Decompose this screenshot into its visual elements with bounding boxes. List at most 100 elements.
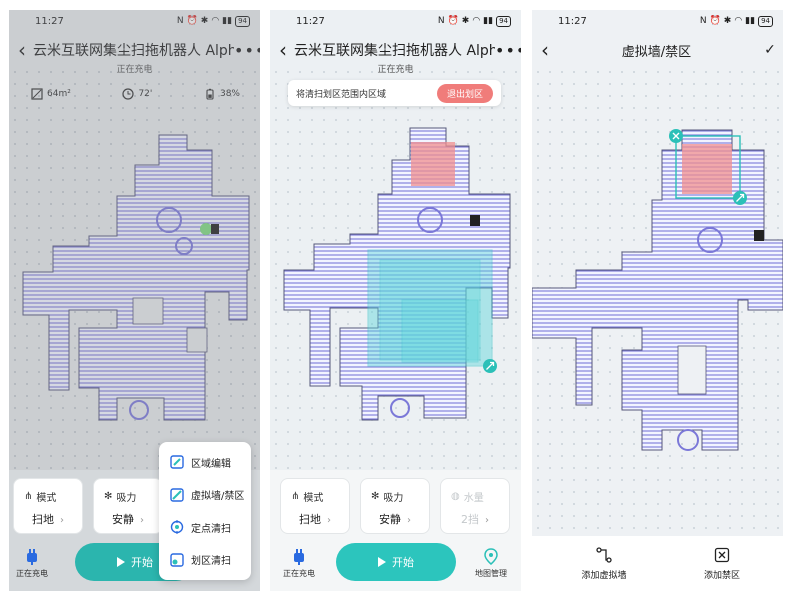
battery-icon: 94 [235,15,250,27]
edit-zone-icon [169,454,185,470]
battery-icon: 94 [758,15,773,27]
virtual-wall-icon [596,547,612,563]
mode-selector[interactable]: ⋔模式 扫地› [13,478,83,534]
stat-area: 64m² [31,88,71,100]
title-bar: ‹ 云米互联网集尘扫拖机器人 Alpha... ••• [9,38,260,62]
status-time: 11:27 [558,15,587,27]
floor-map[interactable] [270,10,521,591]
exit-zone-button[interactable]: 退出划区 [436,83,493,103]
mode-selector[interactable]: ⋔模式 扫地› [280,478,350,534]
signal-icon: ▮▮ [745,16,756,26]
alarm-icon: ⏰ [709,16,721,26]
bluetooth-icon: ✱ [200,16,209,26]
map-pin-icon [484,548,498,565]
fan-icon: ✻ [104,491,113,502]
more-icon[interactable]: ••• [234,40,260,60]
clean-zone-inner[interactable] [401,299,479,363]
bluetooth-icon: ✱ [723,16,732,26]
mode-icon: ⋔ [291,491,300,502]
wifi-icon: ◠ [211,16,220,26]
stat-battery: 38% [204,88,240,100]
back-icon[interactable]: ‹ [18,38,26,62]
alarm-icon: ⏰ [447,16,459,26]
status-icons: N ⏰ ✱ ◠ ▮▮ 94 [176,15,250,27]
add-virtual-wall-button[interactable]: 添加虚拟墙 [564,547,644,581]
dock-icon [470,215,480,226]
mode-icon: ⋔ [24,491,33,502]
back-icon[interactable]: ‹ [541,38,549,62]
map-furniture [390,398,410,418]
start-button[interactable]: 开始 [336,543,456,581]
area-icon [31,88,43,100]
clean-zone-outer[interactable] [367,249,493,367]
stats-row: 64m² 72' 38% [31,88,240,100]
map-furniture [697,227,723,253]
screen-virtual-wall: 11:27 N ⏰ ✱ ◠ ▮▮ 94 ‹ 虚拟墙/禁区 ✓ [532,10,783,591]
check-icon[interactable]: ✓ [764,42,776,58]
virtual-wall-actions: 添加虚拟墙 添加禁区 [532,536,783,591]
map-furniture [677,429,699,451]
floor-map[interactable] [532,10,783,591]
plug-icon [294,549,304,565]
clock-icon [122,88,135,100]
dock-icon [754,230,764,241]
suction-selector[interactable]: ✻吸力 安静› [93,478,163,534]
control-panel: ⋔模式 扫地› ✻吸力 安静› ◍水量 2挡› 正在充电 开始 地图管理 [270,470,521,591]
screen-zone-clean: 11:27 N ⏰ ✱ ◠ ▮▮ 94 ‹ 云米互联网集尘扫拖机器人 Alpha… [270,10,521,591]
status-time: 11:27 [296,15,325,27]
charging-button[interactable]: 正在充电 [9,548,57,579]
map-obstacle [677,345,707,395]
zone-hint-text: 将清扫划区范围内区域 [296,89,387,100]
water-selector: ◍水量 2挡› [440,478,510,534]
page-title: 云米互联网集尘扫拖机器人 Alpha... [33,43,234,59]
charging-button[interactable]: 正在充电 [274,548,324,579]
title-bar: ‹ 虚拟墙/禁区 ✓ [532,38,783,62]
map-furniture [175,237,193,255]
virtual-wall-icon [169,487,185,503]
wifi-icon: ◠ [734,16,743,26]
status-bar: 11:27 N ⏰ ✱ ◠ ▮▮ 94 [270,10,521,32]
map-furniture [417,207,443,233]
no-go-zone-selection[interactable] [675,135,741,199]
nfc-icon: N [699,16,707,26]
signal-icon: ▮▮ [222,16,233,26]
zone-clean-icon [169,552,185,568]
page-title: 云米互联网集尘扫拖机器人 Alpha... [294,43,495,59]
dock-icon [211,224,219,234]
no-go-zone[interactable] [682,144,732,194]
plug-icon [27,549,37,565]
play-icon [117,557,125,567]
status-time: 11:27 [35,15,64,27]
more-icon[interactable]: ••• [495,40,521,60]
battery-icon: 94 [496,15,511,27]
menu-item-zone-clean[interactable]: 划区清扫 [159,544,251,577]
no-go-zone-icon [714,547,730,563]
map-floor-area [283,127,511,421]
wifi-icon: ◠ [472,16,481,26]
menu-item-zone-edit[interactable]: 区域编辑 [159,446,251,479]
nfc-icon: N [176,16,184,26]
nfc-icon: N [437,16,445,26]
status-icons: N ⏰ ✱ ◠ ▮▮ 94 [699,15,773,27]
map-management-button[interactable]: 地图管理 [466,548,516,579]
alarm-icon: ⏰ [186,16,198,26]
menu-item-virtual-wall[interactable]: 虚拟墙/禁区 [159,479,251,512]
add-no-go-zone-button[interactable]: 添加禁区 [682,547,762,581]
chevron-right-icon: › [60,515,64,526]
menu-item-spot-clean[interactable]: 定点清扫 [159,511,251,544]
status-icons: N ⏰ ✱ ◠ ▮▮ 94 [437,15,511,27]
title-bar: ‹ 云米互联网集尘扫拖机器人 Alpha... ••• [270,38,521,62]
stat-time: 72' [122,88,152,100]
cleaning-mode-menu: 区域编辑 虚拟墙/禁区 定点清扫 划区清扫 [159,442,251,580]
floor-map[interactable] [9,10,260,591]
clean-zone-middle[interactable] [379,259,481,361]
device-status: 正在充电 [116,65,153,75]
back-icon[interactable]: ‹ [279,38,287,62]
battery-level-icon [206,88,214,100]
suction-selector[interactable]: ✻吸力 安静› [360,478,430,534]
map-floor-area [532,129,783,451]
chevron-right-icon: › [140,515,144,526]
fan-icon: ✻ [371,491,380,502]
no-go-zone[interactable] [411,142,455,186]
page-title: 虚拟墙/禁区 [621,44,692,60]
